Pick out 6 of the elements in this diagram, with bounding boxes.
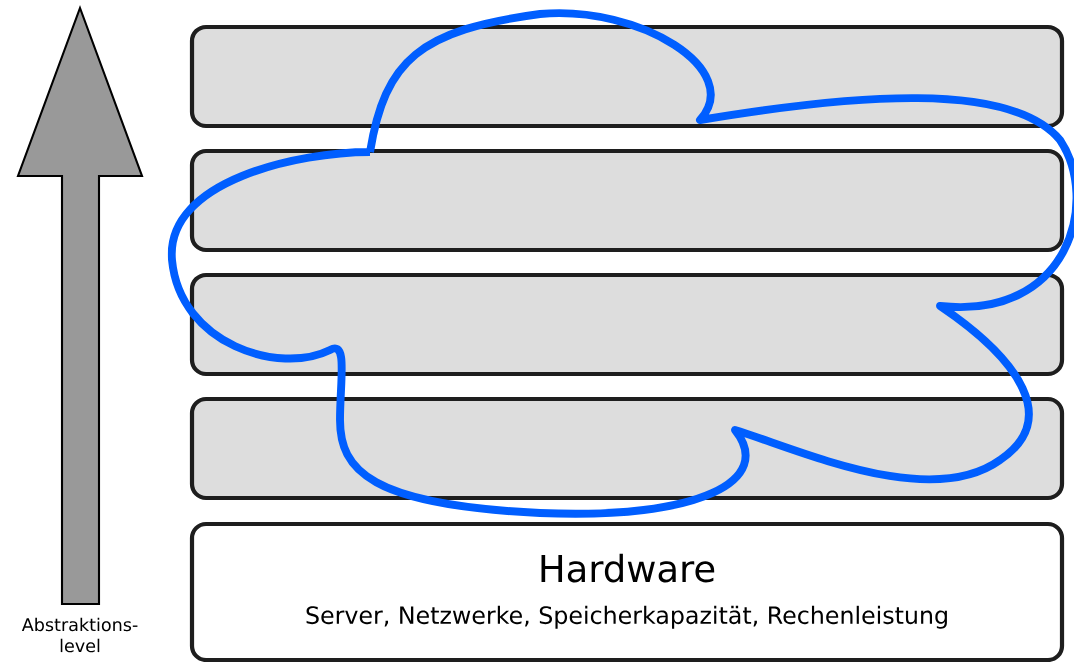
layer-box bbox=[189, 396, 1065, 501]
layer-box bbox=[189, 148, 1065, 253]
layer-box bbox=[189, 24, 1065, 129]
layer-box: Hardware Server, Netzwerke, Speicherkapazität, Rechenleistung bbox=[189, 521, 1065, 662]
layer-box bbox=[189, 272, 1065, 377]
axis-label: Abstraktions- level bbox=[21, 617, 138, 653]
